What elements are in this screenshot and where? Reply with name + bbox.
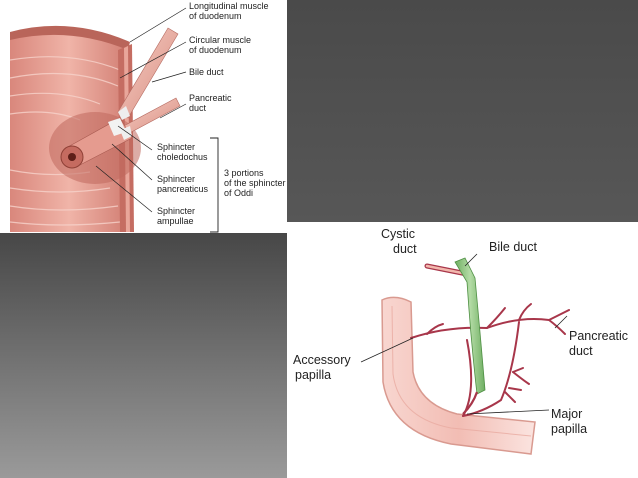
papilla-diagram: Cystic duct Bile duct Pancreatic duct Ac… <box>293 227 632 455</box>
sphincter-diagram: Longitudinal muscle of duodenum Circular… <box>9 1 287 233</box>
label-bile-duct-1: Bile duct <box>189 67 224 77</box>
gray-panel-top-right <box>287 0 638 222</box>
muscle-striations <box>9 56 121 226</box>
papilla-figure: Cystic duct Bile duct Pancreatic duct Ac… <box>287 222 638 478</box>
sphincter-of-oddi-figure: Longitudinal muscle of duodenum Circular… <box>0 0 287 233</box>
label-accessory-papilla: Accessory papilla <box>293 353 354 382</box>
label-longitudinal-muscle: Longitudinal muscle of duodenum <box>189 1 271 21</box>
label-circular-muscle: Circular muscle of duodenum <box>189 35 254 55</box>
label-sphincter-choledochus: Sphincter choledochus <box>157 142 208 162</box>
bile-duct-green <box>454 257 486 395</box>
label-major-papilla: Major papilla <box>551 407 587 436</box>
pancreatic-ducts <box>410 303 570 417</box>
wall-cut-edge <box>10 25 130 50</box>
gray-panel-bottom-left <box>0 233 287 478</box>
duodenum <box>381 296 536 455</box>
label-pancreatic-duct-1: Pancreatic duct <box>189 93 234 113</box>
portions-bracket <box>210 137 219 233</box>
major-papilla-junction <box>462 391 479 415</box>
label-sphincter-pancreaticus: Sphincter pancreaticus <box>157 174 209 194</box>
papilla-leader-lines <box>360 253 568 415</box>
label-cystic-duct: Cystic duct <box>381 227 419 256</box>
label-bile-duct-2: Bile duct <box>489 240 537 254</box>
leader-lines <box>95 7 187 213</box>
label-pancreatic-duct-2: Pancreatic duct <box>569 329 632 358</box>
label-sphincter-ampullae: Sphincter ampullae <box>157 206 198 226</box>
label-three-portions: 3 portions of the sphincter of Oddi <box>224 168 287 198</box>
